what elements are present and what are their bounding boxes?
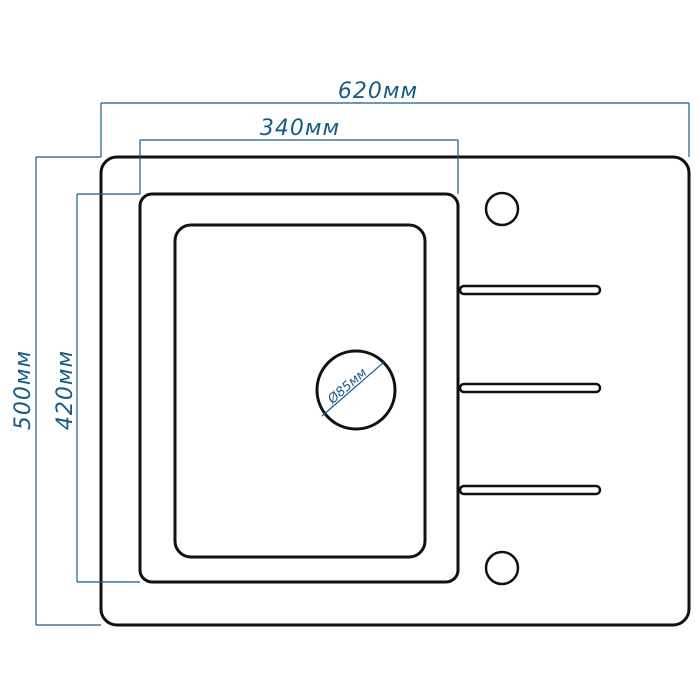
sink-outer-outline bbox=[99, 155, 691, 627]
bowl-height-label: 420мм bbox=[53, 350, 78, 430]
dimension-bowl-height bbox=[76, 193, 140, 583]
dimension-overall-height bbox=[35, 156, 101, 626]
dimension-overall-width bbox=[100, 102, 690, 157]
drainboard-rib-bottom bbox=[458, 484, 602, 496]
drain-diameter-label: Ø85мм bbox=[325, 365, 371, 408]
tap-hole-top bbox=[484, 191, 520, 227]
drain-hole bbox=[315, 349, 397, 431]
drainboard-rib-top bbox=[458, 284, 602, 296]
dimension-bowl-width bbox=[139, 139, 459, 194]
bowl-basin-outline bbox=[173, 223, 427, 559]
tap-hole-bottom bbox=[484, 550, 520, 586]
overall-width-label: 620мм bbox=[338, 79, 418, 104]
bowl-width-label: 340мм bbox=[260, 116, 340, 141]
drainboard-rib-middle bbox=[458, 382, 602, 394]
bowl-rim-outline bbox=[138, 192, 460, 584]
overall-height-label: 500мм bbox=[11, 350, 36, 430]
drain-diameter-line bbox=[321, 361, 385, 417]
